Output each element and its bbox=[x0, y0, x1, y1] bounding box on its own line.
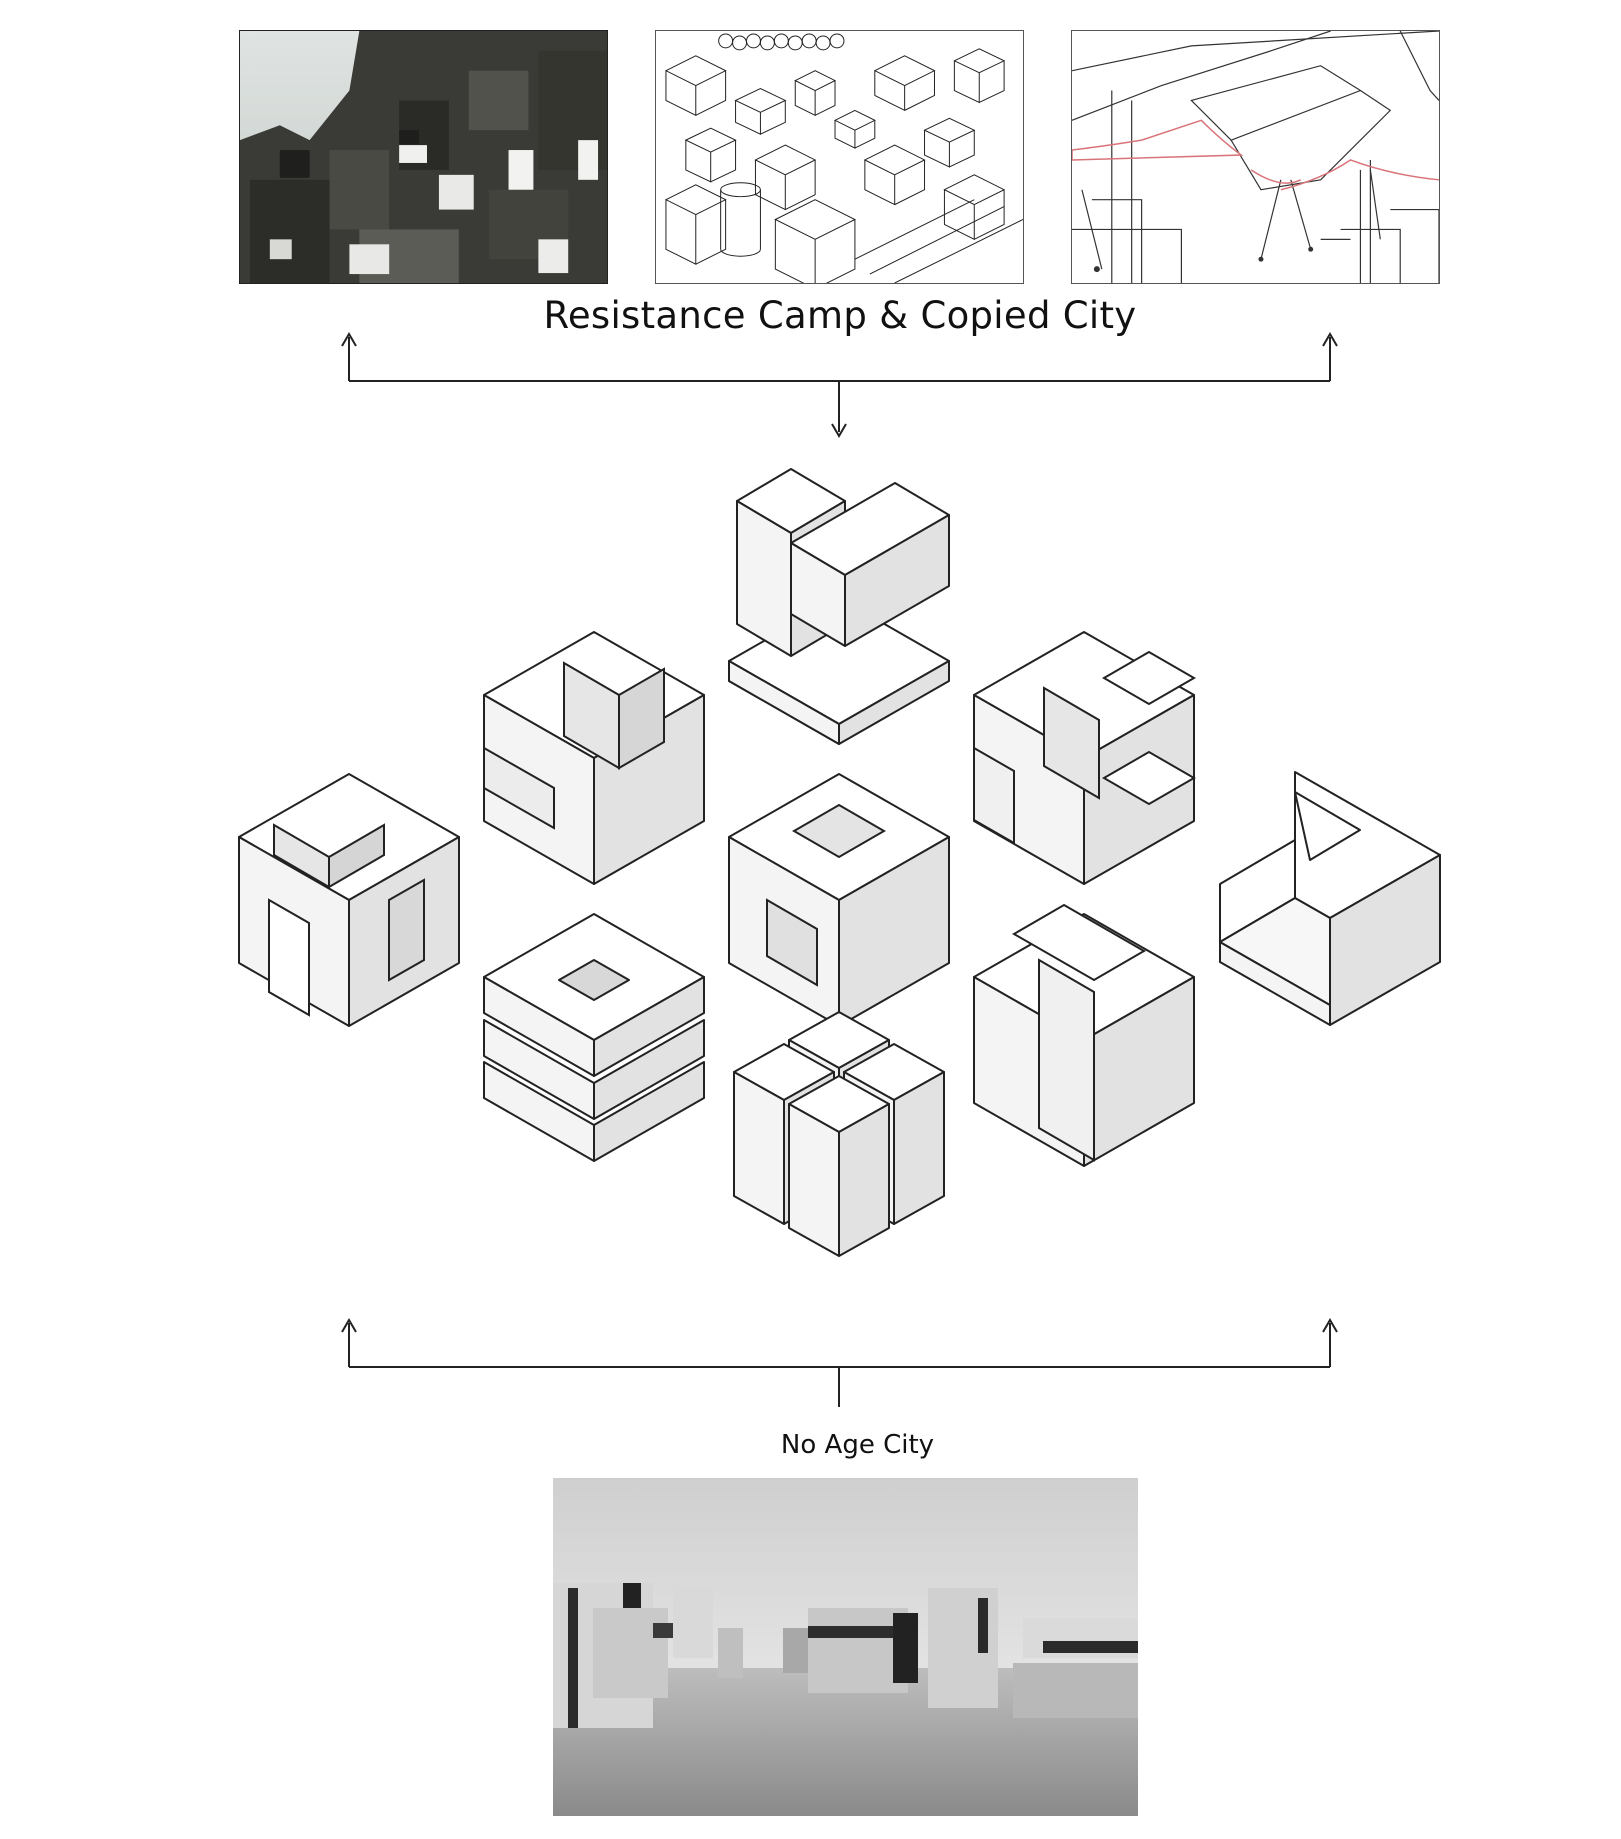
block-right bbox=[1219, 771, 1441, 1026]
block-left bbox=[238, 773, 460, 1027]
block-bottom bbox=[733, 1011, 945, 1257]
block-upper-left bbox=[483, 631, 705, 885]
tent-canopy-line-drawing bbox=[1071, 30, 1440, 284]
bottom-arrows bbox=[341, 1318, 1338, 1407]
block-lower-right bbox=[973, 903, 1195, 1167]
top-caption: Resistance Camp & Copied City bbox=[543, 294, 1137, 337]
resistance-camp-photo bbox=[239, 30, 608, 284]
block-upper-right bbox=[973, 631, 1196, 885]
top-arrows bbox=[341, 332, 1338, 438]
copied-city-line-drawing bbox=[655, 30, 1024, 284]
block-top bbox=[728, 468, 950, 745]
block-center bbox=[728, 773, 950, 1027]
block-lower-left bbox=[483, 913, 705, 1162]
bottom-caption: No Age City bbox=[780, 1430, 935, 1460]
no-age-city-render bbox=[553, 1478, 1138, 1816]
